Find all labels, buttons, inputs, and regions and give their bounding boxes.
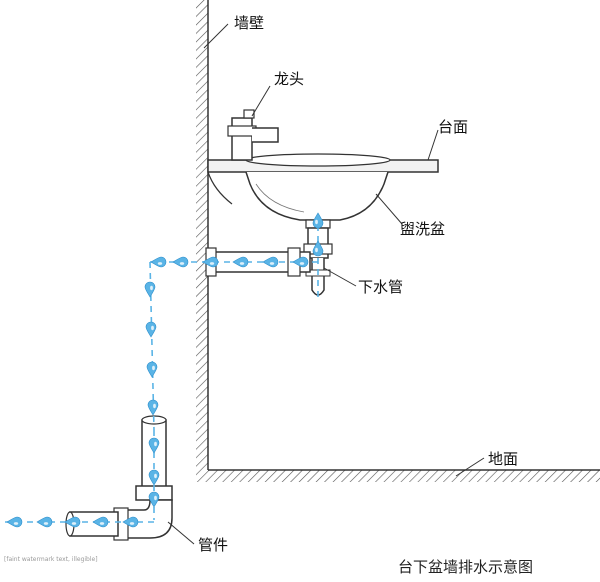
label-floor: 地面 bbox=[488, 450, 519, 468]
label-wall: 墙壁 bbox=[234, 14, 265, 32]
wall bbox=[196, 0, 209, 470]
label-drain-pipe: 下水管 bbox=[358, 278, 404, 296]
elbow-fitting bbox=[113, 485, 173, 541]
label-countertop: 台面 bbox=[438, 118, 469, 136]
label-fitting: 管件 bbox=[198, 536, 229, 554]
leader-lines bbox=[167, 23, 485, 545]
label-faucet: 龙头 bbox=[274, 70, 305, 88]
diagram-caption: 台下盆墙排水示意图 bbox=[398, 558, 534, 576]
label-basin: 盥洗盆 bbox=[400, 220, 446, 238]
watermark: [faint watermark text, illegible] bbox=[4, 556, 98, 563]
faucet bbox=[227, 109, 279, 161]
floor bbox=[196, 469, 600, 482]
